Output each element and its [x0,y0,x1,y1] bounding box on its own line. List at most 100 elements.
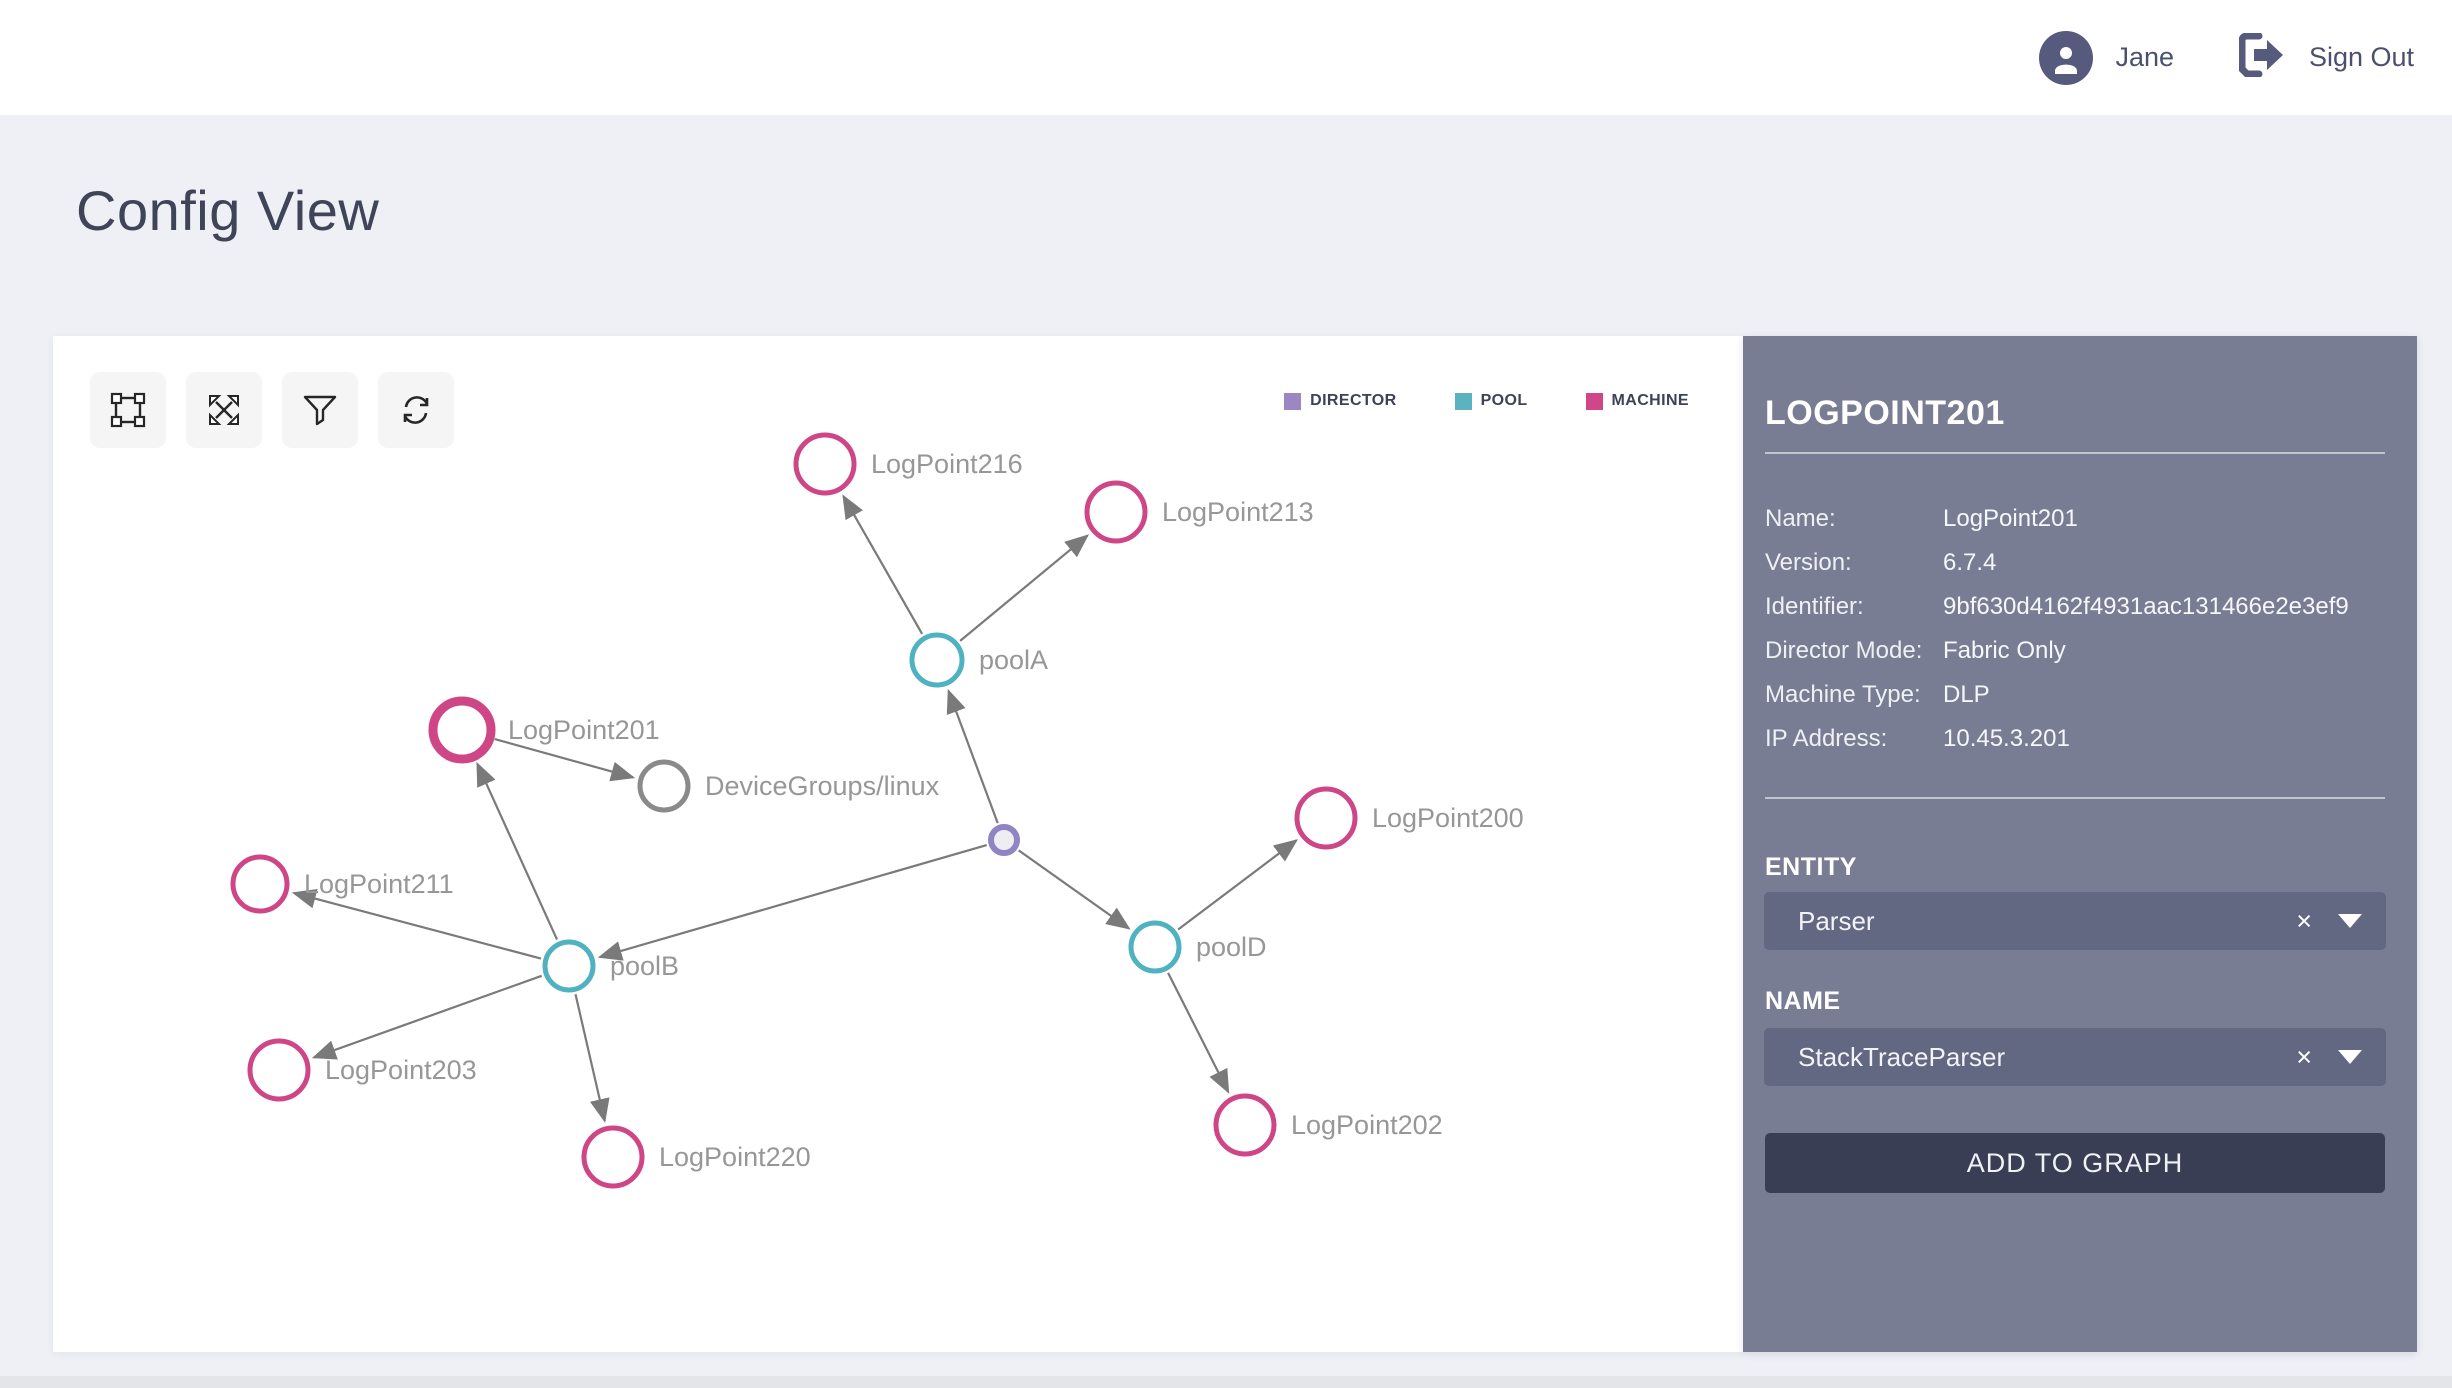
detail-label: Name: [1765,505,1836,532]
graph-node-label-logpoint201: LogPoint201 [508,715,660,745]
detail-value: Fabric Only [1943,637,2066,664]
entity-dropdown-value: Parser [1798,905,1875,936]
legend-label: MACHINE [1611,392,1689,409]
user-menu[interactable]: Jane [2039,0,2174,115]
legend-label: DIRECTOR [1310,392,1397,409]
graph-node-devicegroups_linux[interactable] [637,759,691,813]
graph-node-poolB[interactable] [542,939,596,993]
graph-node-logpoint202[interactable] [1213,1093,1277,1157]
detail-row-name: Name: LogPoint201 [1765,506,2349,531]
graph-node-label-devicegroups_linux: DeviceGroups/linux [705,771,940,801]
graph-edge-director-poolA [946,689,999,824]
detail-label: IP Address: [1765,725,1888,752]
filter-button[interactable] [282,372,358,448]
name-dropdown[interactable]: StackTraceParser × [1764,1028,2386,1086]
graph-node-logpoint216[interactable] [793,432,857,496]
divider [1765,797,2385,799]
graph-node-label-poolD: poolD [1196,932,1267,962]
details-title: LOGPOINT201 [1765,394,2005,432]
details-panel: LOGPOINT201 Name: LogPoint201 Version: 6… [1743,336,2417,1352]
graph-edge-poolB-logpoint203 [311,974,543,1060]
graph-edge-poolD-logpoint202 [1167,972,1230,1094]
legend-item-director: DIRECTOR [1284,392,1396,410]
page-title: Config View [76,179,380,242]
detail-row-director-mode: Director Mode: Fabric Only [1765,638,2349,663]
entity-dropdown[interactable]: Parser × [1764,892,2386,950]
graph-edge-poolA-logpoint213 [959,534,1090,642]
detail-value: 6.7.4 [1943,549,1997,576]
detail-row-identifier: Identifier: 9bf630d4162f4931aac131466e2e… [1765,594,2349,619]
detail-row-version: Version: 6.7.4 [1765,550,2349,575]
graph-toolbar [90,372,454,448]
graph-node-label-logpoint203: LogPoint203 [325,1055,477,1085]
clear-icon[interactable]: × [2296,905,2312,936]
marquee-select-icon [108,390,148,430]
sign-out-icon [2238,32,2285,82]
graph-node-poolD[interactable] [1128,920,1182,974]
graph-edge-poolA-logpoint216 [842,494,924,635]
graph-node-logpoint213[interactable] [1084,480,1148,544]
graph-node-poolA[interactable] [909,632,965,688]
graph-node-label-logpoint213: LogPoint213 [1162,497,1314,527]
details-rows: Name: LogPoint201 Version: 6.7.4 Identif… [1765,506,2349,751]
detail-label: Version: [1765,549,1852,576]
marquee-select-button[interactable] [90,372,166,448]
detail-row-machine-type: Machine Type: DLP [1765,682,2349,707]
user-name-label: Jane [2115,42,2174,72]
caret-down-icon[interactable] [2338,1050,2362,1064]
fit-view-icon [204,390,244,430]
detail-value: LogPoint201 [1943,505,2078,532]
graph-edge-director-poolD [1018,849,1131,930]
user-avatar-icon [2039,30,2094,85]
graph-node-logpoint201[interactable] [428,696,496,764]
fit-view-button[interactable] [186,372,262,448]
machine-swatch-icon [1585,392,1603,410]
graph-node-label-logpoint216: LogPoint216 [871,449,1023,479]
sign-out-label: Sign Out [2308,42,2414,72]
legend-item-pool: POOL [1454,392,1528,410]
graph-node-logpoint203[interactable] [247,1038,311,1102]
filter-icon [300,390,340,430]
refresh-button[interactable] [378,372,454,448]
legend-item-machine: MACHINE [1585,392,1689,410]
graph-node-label-logpoint200: LogPoint200 [1372,803,1524,833]
graph-edge-poolB-logpoint211 [291,888,542,960]
divider [1765,452,2385,454]
clear-icon[interactable]: × [2296,1041,2312,1072]
detail-value: 10.45.3.201 [1943,725,2070,752]
detail-label: Director Mode: [1765,637,1923,664]
director-swatch-icon [1284,392,1302,410]
caret-down-icon[interactable] [2338,914,2362,928]
pool-swatch-icon [1454,392,1472,410]
entity-section-label: ENTITY [1765,853,1857,881]
graph-node-label-logpoint202: LogPoint202 [1291,1110,1443,1140]
graph-node-logpoint220[interactable] [581,1125,645,1189]
name-dropdown-value: StackTraceParser [1798,1041,2006,1072]
graph-node-label-logpoint220: LogPoint220 [659,1142,811,1172]
graph-node-label-logpoint211: LogPoint211 [304,869,454,899]
detail-row-ip-address: IP Address: 10.45.3.201 [1765,726,2349,751]
detail-value: DLP [1943,681,1990,708]
graph-node-logpoint200[interactable] [1294,786,1358,850]
detail-value: 9bf630d4162f4931aac131466e2e3ef9 [1943,593,2349,620]
graph-edge-director-poolB [597,843,988,961]
graph-edge-logpoint201-devicegroups_linux [494,738,636,782]
sign-out-button[interactable]: Sign Out [2238,0,2414,115]
add-to-graph-button[interactable]: ADD TO GRAPH [1765,1133,2385,1193]
graph-node-director[interactable] [988,824,1020,856]
graph-node-label-poolA: poolA [979,645,1048,675]
graph-edge-poolD-logpoint200 [1177,839,1299,931]
graph-node-label-poolB: poolB [610,951,679,981]
bottom-strip [0,1376,2452,1388]
graph-legend: DIRECTOR POOL MACHINE [1284,392,1689,410]
legend-label: POOL [1480,392,1528,409]
graph-edge-poolB-logpoint220 [574,994,610,1123]
top-bar: Jane Sign Out [0,0,2452,115]
detail-label: Machine Type: [1765,681,1921,708]
name-section-label: NAME [1765,987,1841,1015]
graph-node-logpoint211[interactable] [230,854,290,914]
refresh-icon [396,390,436,430]
